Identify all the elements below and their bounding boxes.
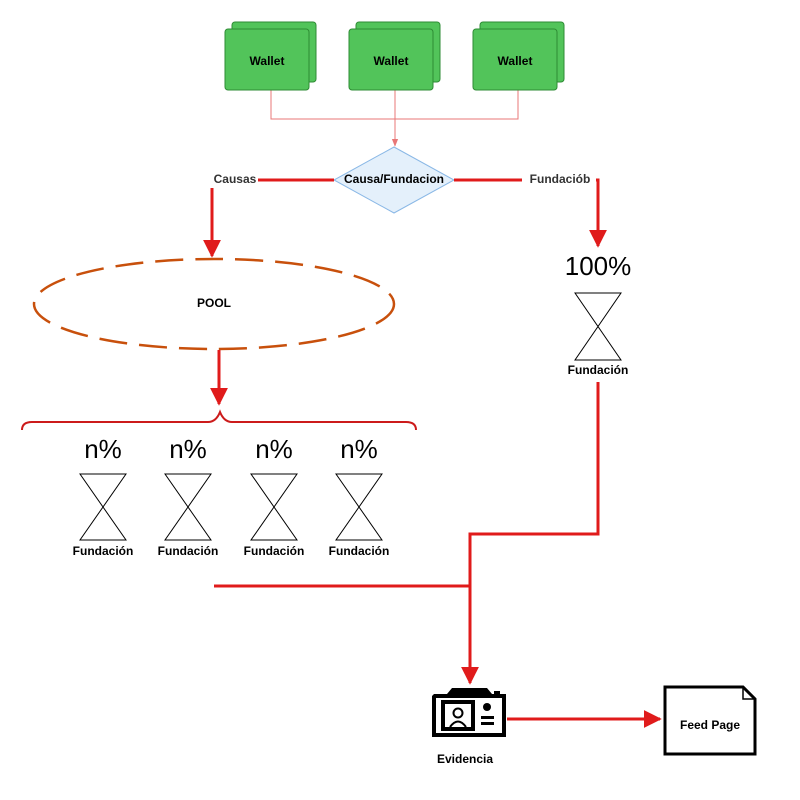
- hourglass-icon: [250, 473, 298, 541]
- percent-label: 100%: [565, 251, 632, 281]
- foundation-label: Fundación: [568, 363, 629, 377]
- hourglass-icon: [335, 473, 383, 541]
- foundation-label: Fundación: [329, 544, 390, 558]
- split-foundation[interactable]: n% Fundación: [329, 434, 390, 558]
- percent-label: n%: [169, 434, 207, 464]
- direct-foundation[interactable]: 100% Fundación: [565, 251, 632, 377]
- camera-icon[interactable]: [432, 688, 506, 737]
- wallet-label: Wallet: [250, 54, 285, 68]
- foundation-label: Fundación: [73, 544, 134, 558]
- percent-label: n%: [255, 434, 293, 464]
- percent-label: n%: [340, 434, 378, 464]
- feed-page-node[interactable]: Feed Page: [663, 685, 757, 756]
- foundation-label: Fundación: [244, 544, 305, 558]
- branch-arrows: [203, 178, 607, 258]
- split-foundation[interactable]: n% Fundación: [73, 434, 134, 558]
- pool-label: POOL: [197, 296, 231, 310]
- percent-label: n%: [84, 434, 122, 464]
- hourglass-icon: [164, 473, 212, 541]
- wallet-connectors: [270, 90, 519, 147]
- wallet-card[interactable]: Wallet: [348, 21, 441, 91]
- fundacion-branch-label: Fundaciób: [530, 172, 591, 186]
- split-foundation[interactable]: n% Fundación: [244, 434, 305, 558]
- split-foundation[interactable]: n% Fundación: [158, 434, 219, 558]
- merge-lines: [214, 382, 662, 728]
- hourglass-icon: [574, 292, 622, 361]
- wallet-card[interactable]: Wallet: [472, 21, 565, 91]
- hourglass-icon: [79, 473, 127, 541]
- feed-page-label: Feed Page: [680, 718, 740, 732]
- pool-ellipse[interactable]: [32, 257, 396, 351]
- evidence-label: Evidencia: [437, 752, 493, 766]
- foundation-label: Fundación: [158, 544, 219, 558]
- wallet-label: Wallet: [374, 54, 409, 68]
- decision-label: Causa/Fundacion: [344, 172, 444, 186]
- causas-label: Causas: [214, 172, 257, 186]
- document-icon: [663, 685, 757, 756]
- wallet-label: Wallet: [498, 54, 533, 68]
- wallet-card[interactable]: Wallet: [224, 21, 317, 91]
- decision-diamond[interactable]: [332, 146, 456, 214]
- split-brace: [21, 409, 417, 431]
